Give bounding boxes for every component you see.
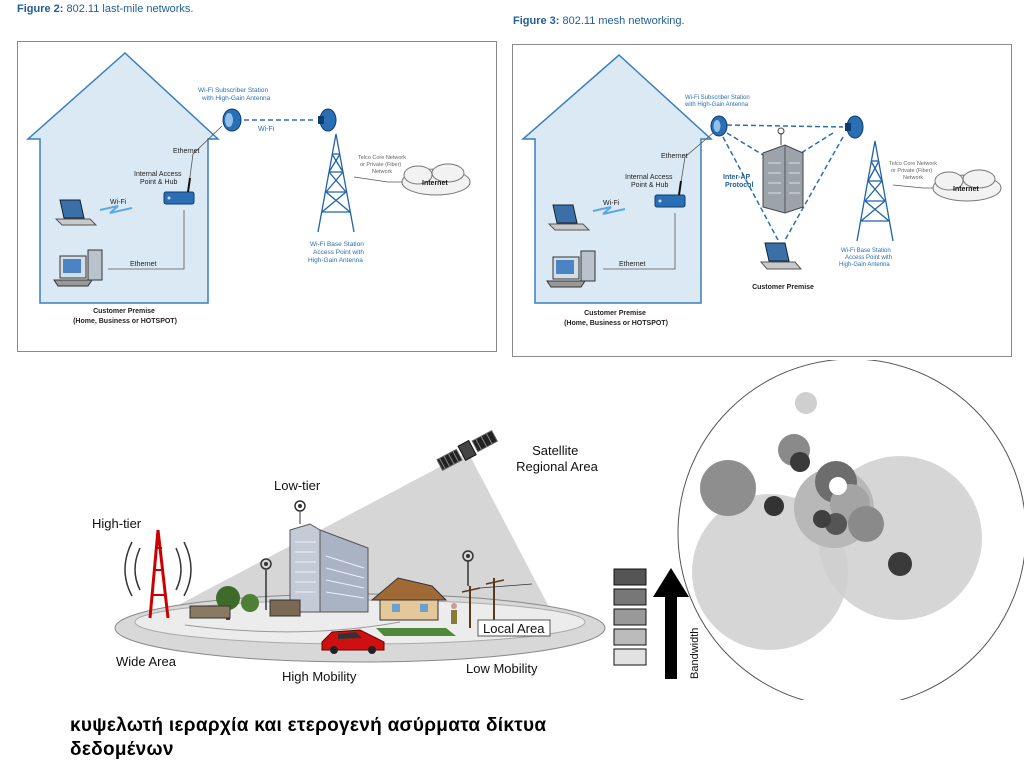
figure2-panel: Wi-Fi Subscriber Station with High-Gain … (17, 41, 497, 352)
server-building-icon (762, 127, 804, 214)
high-mobility-label: High Mobility (282, 669, 357, 684)
base-station-label: Wi-Fi Base Station Access Point with Hig… (308, 241, 366, 264)
cell-hierarchy-diagram (677, 360, 1024, 700)
premise-label: Customer Premise (Home, Business or HOTS… (564, 310, 668, 327)
office-building-icon (289, 512, 369, 613)
bandwidth-stack (613, 568, 647, 666)
telco-label: Telco Core Network or Private (Fiber) Ne… (358, 155, 408, 175)
mesh-laptop-icon (759, 242, 803, 270)
house-outline (26, 51, 220, 304)
caption-line-2: δεδομένων (70, 739, 174, 760)
access-point-label: Internal Access Point & Hub (625, 174, 674, 189)
internet-label: Internet (953, 186, 979, 193)
high-tier-label: High-tier (92, 516, 142, 531)
subscriber-station-label: Wi-Fi Subscriber Station with High-Gain … (684, 95, 751, 108)
access-point-icon (163, 177, 195, 205)
inter-ap-label: Inter-AP Protocol (723, 174, 753, 189)
wifi-link-label: Wi-Fi (258, 126, 275, 133)
road-line (184, 621, 401, 633)
caption-line-1: κυψελωτή ιεραρχία και ετερογενή ασύρματα… (70, 715, 547, 736)
tower-icon (317, 133, 355, 233)
telco-label: Telco Core Network or Private (Fiber) Ne… (889, 161, 939, 181)
internet-cloud-icon (401, 163, 471, 196)
internet-cloud-icon (932, 169, 1002, 202)
low-tier-label: Low-tier (274, 478, 321, 493)
local-area-label: Local Area (483, 621, 545, 636)
ethernet-top-label: Ethernet (173, 148, 200, 155)
bandwidth-arrow-icon (653, 568, 689, 679)
caption: κυψελωτή ιεραρχία και ετερογενή ασύρματα… (70, 714, 670, 762)
ethernet-bottom-label: Ethernet (130, 261, 157, 268)
local-antenna-icon (462, 550, 474, 586)
wifi-laptop-label: Wi-Fi (603, 200, 620, 207)
internet-label: Internet (422, 180, 448, 187)
subscriber-station-label: Wi-Fi Subscriber Station with High-Gain … (198, 87, 271, 102)
house-icon (370, 577, 456, 636)
ethernet-bottom-label: Ethernet (619, 261, 646, 268)
mid-antenna-icon (260, 558, 272, 610)
bandwidth-label: Bandwidth (689, 628, 701, 679)
wifi-laptop-label: Wi-Fi (110, 199, 127, 206)
figure2-title: Figure 2: 802.11 last-mile networks. (17, 3, 194, 15)
high-tier-tower-icon (124, 529, 192, 619)
low-tier-antenna-icon (294, 500, 306, 512)
person-icon (451, 603, 457, 624)
satellite-label: Satellite Regional Area (516, 443, 598, 474)
car-icon (321, 629, 385, 654)
local-area-box (477, 619, 551, 637)
base-antenna-icon (318, 108, 337, 132)
customer-premise-label: Customer Premise (752, 284, 814, 291)
figure3-title: Figure 3: 802.11 mesh networking. (513, 15, 685, 27)
trees-icon (189, 586, 301, 620)
desktop-computer-icon (53, 249, 103, 287)
hierarchy-illustration: Satellite Regional Area Low-tier High-ti… (92, 360, 1024, 700)
figure2-diagram: Wi-Fi Subscriber Station with High-Gain … (26, 51, 471, 325)
base-antenna-icon (845, 115, 864, 139)
wifi-signal-icon (592, 206, 626, 215)
mesh-links (722, 124, 844, 241)
low-mobility-label: Low Mobility (466, 661, 538, 676)
laptop-icon (547, 204, 591, 231)
figure3-diagram: Wi-Fi Subscriber Station with High-Gain … (521, 53, 1002, 327)
subscriber-antenna-icon (710, 115, 728, 137)
wide-area-label: Wide Area (116, 654, 177, 669)
satellite-beam (150, 452, 560, 628)
house-outline (521, 53, 713, 304)
ethernet-top-label: Ethernet (661, 153, 688, 160)
access-point-label: Internal Access Point & Hub (134, 171, 183, 186)
tower-icon (856, 140, 894, 242)
satellite-icon (436, 429, 498, 471)
premise-label: Customer Premise (Home, Business or HOTS… (73, 308, 177, 325)
base-station-label: Wi-Fi Base Station Access Point with Hig… (839, 248, 894, 268)
wifi-signal-icon (99, 205, 133, 214)
access-point-icon (654, 180, 686, 208)
desktop-computer-icon (546, 250, 596, 288)
laptop-icon (54, 199, 98, 226)
figure3-panel: Wi-Fi Subscriber Station with High-Gain … (512, 44, 1012, 357)
subscriber-antenna-icon (222, 108, 242, 132)
